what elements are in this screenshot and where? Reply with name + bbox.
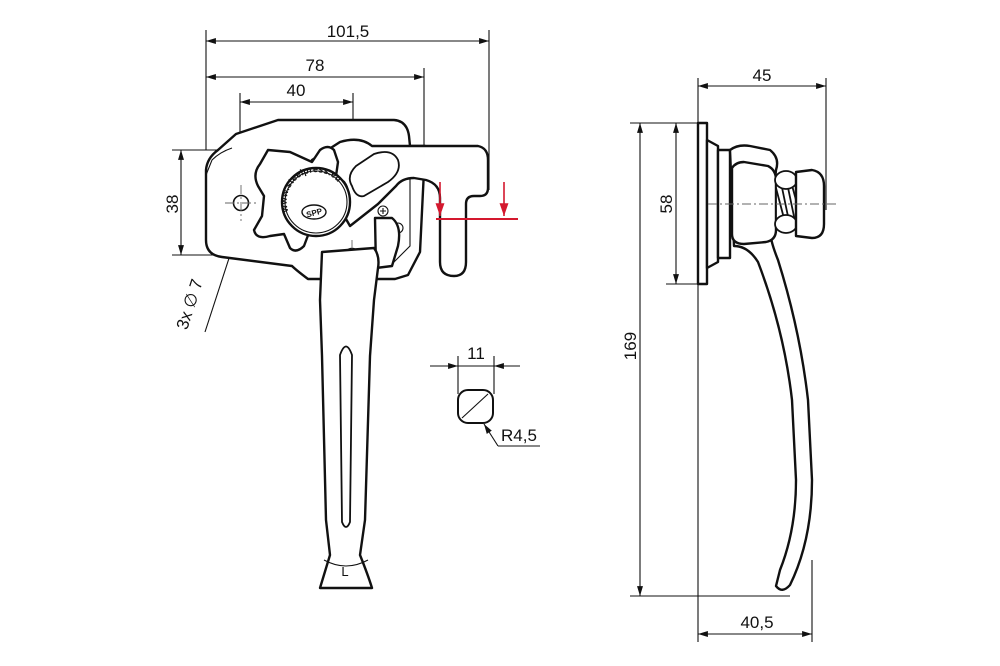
dimension-label-hole-height: 38 <box>163 195 182 214</box>
section-detail: 11 R4,5 <box>430 344 540 447</box>
side-body <box>716 148 732 260</box>
spring-housing <box>373 216 401 270</box>
dimension-label-hole-spacing: 40 <box>287 81 306 100</box>
spp-logo-icon: SPP <box>301 204 327 220</box>
dimension-label-depth: 45 <box>753 66 772 85</box>
side-mounting-plate <box>696 121 709 286</box>
dimension-label-overall-width: 101,5 <box>327 22 370 41</box>
handle-mark: L <box>341 564 348 579</box>
hole-callout-label: 3x ∅ 7 <box>173 277 207 332</box>
dimension-label-plate-width: 78 <box>306 56 325 75</box>
lever-slot <box>348 151 400 198</box>
section-radius-label: R4,5 <box>501 426 537 445</box>
section-profile <box>457 389 494 424</box>
catch-indicator <box>435 182 518 220</box>
handle-groove <box>339 345 353 528</box>
spring <box>774 170 798 234</box>
front-view: 101,5 78 40 38 3x ∅ 7 <box>163 22 518 590</box>
dimension-overall-width: 101,5 <box>205 22 490 190</box>
dimension-handle-depth: 40,5 <box>697 284 813 642</box>
svg-text:SPP: SPP <box>305 206 323 219</box>
side-lever-block <box>730 160 778 246</box>
dimension-overall-height: 169 <box>621 122 790 597</box>
side-view: 45 58 169 40,5 <box>621 66 836 642</box>
section-width-label: 11 <box>467 344 485 363</box>
dimension-plate-height: 58 <box>657 122 700 285</box>
dimension-plate-width: 78 <box>206 56 425 148</box>
dimension-label-handle-depth: 40,5 <box>740 613 773 632</box>
dimension-depth: 45 <box>697 66 827 210</box>
dimension-label-plate-height: 58 <box>657 195 676 214</box>
dimension-label-overall-height: 169 <box>621 332 640 360</box>
